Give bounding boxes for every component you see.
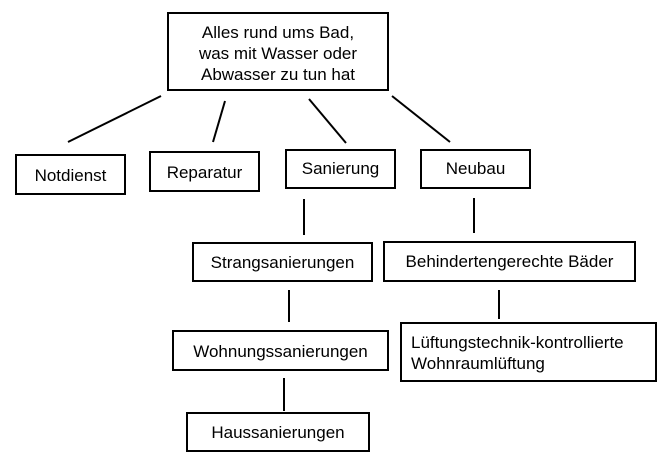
node-sanierung-label: Sanierung (301, 159, 380, 178)
node-behindertengerechte-baeder-label: Behindertengerechte Bäder (405, 252, 614, 271)
node-behindertengerechte-baeder: Behindertengerechte Bäder (383, 241, 636, 282)
root-node-label: Alles rund ums Bad, was mit Wasser oder … (198, 23, 358, 84)
node-reparatur: Reparatur (149, 151, 260, 192)
node-notdienst-label: Notdienst (34, 166, 107, 185)
connector-root-notdienst (67, 95, 162, 143)
node-reparatur-label: Reparatur (166, 163, 243, 182)
connector-root-reparatur (212, 100, 226, 143)
node-strangsanierungen-label: Strangsanierungen (210, 253, 355, 272)
node-neubau: Neubau (420, 149, 531, 189)
connector-root-sanierung (308, 98, 347, 144)
node-notdienst: Notdienst (15, 154, 126, 195)
node-lueftungstechnik: Lüftungstechnik-kontrollierte Wohnraumlü… (400, 322, 657, 382)
node-neubau-label: Neubau (445, 159, 506, 178)
node-sanierung: Sanierung (285, 149, 396, 189)
node-lueftungstechnik-label: Lüftungstechnik-kontrollierte Wohnraumlü… (411, 333, 624, 373)
node-haussanierungen: Haussanierungen (186, 412, 370, 452)
node-haussanierungen-label: Haussanierungen (211, 423, 345, 442)
node-strangsanierungen: Strangsanierungen (192, 242, 373, 282)
node-wohnungssanierungen-label: Wohnungssanierungen (193, 342, 368, 361)
node-wohnungssanierungen: Wohnungssanierungen (172, 330, 389, 371)
connector-root-neubau (391, 95, 451, 143)
root-node: Alles rund ums Bad, was mit Wasser oder … (167, 12, 389, 91)
